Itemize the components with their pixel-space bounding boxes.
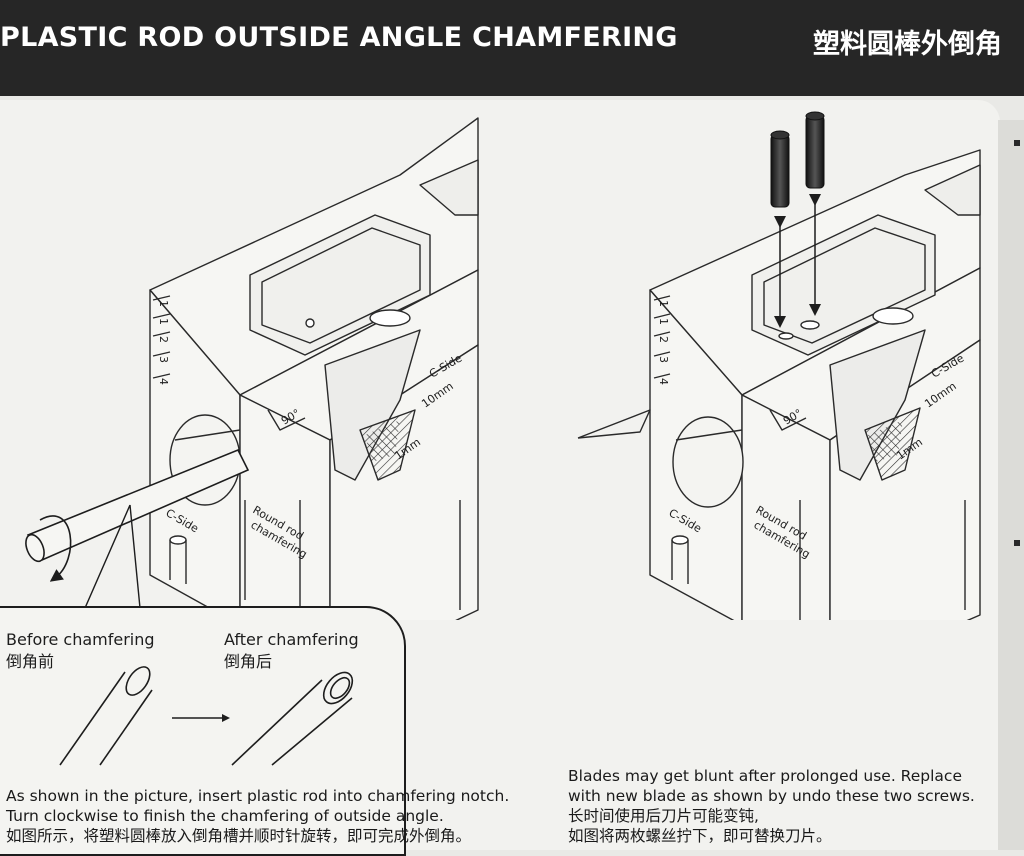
title-chinese: 塑料圆棒外倒角 bbox=[813, 29, 1002, 60]
instruction-illustration: 1 1 2 3 4 90° C-Side Round rod chamferin… bbox=[0, 111, 981, 620]
scale-mark: 1 bbox=[157, 300, 170, 307]
rod-after-icon bbox=[231, 671, 354, 766]
edge-dot bbox=[1014, 140, 1020, 146]
scale-mark: 4 bbox=[157, 378, 170, 385]
scale-mark: 3 bbox=[657, 356, 670, 363]
before-after-inset bbox=[0, 606, 406, 856]
caption-line: with new blade as shown by undo these tw… bbox=[568, 787, 975, 805]
screw-icon bbox=[770, 130, 790, 208]
caption-line: Blades may get blunt after prolonged use… bbox=[568, 767, 962, 785]
scale-mark: 4 bbox=[657, 378, 670, 385]
inset-illustration bbox=[59, 666, 354, 766]
edge-dot bbox=[1014, 540, 1020, 546]
right-arrow-icon bbox=[172, 714, 230, 722]
right-caption: Blades may get blunt after prolonged use… bbox=[568, 766, 975, 846]
right-tool-drawing bbox=[577, 149, 981, 620]
panel-edge bbox=[998, 120, 1024, 850]
screw-icon bbox=[805, 111, 825, 189]
after-label: After chamfering bbox=[224, 630, 359, 649]
double-arrow-icon bbox=[774, 194, 821, 328]
title-english: PLASTIC ROD OUTSIDE ANGLE CHAMFERING bbox=[0, 22, 678, 53]
before-label-cn: 倒角前 bbox=[6, 652, 55, 671]
left-tool-drawing bbox=[149, 117, 479, 620]
caption-line: As shown in the picture, insert plastic … bbox=[6, 787, 510, 805]
rotate-arrow-icon bbox=[39, 515, 72, 582]
scale-mark: 2 bbox=[157, 336, 170, 343]
after-label-cn: 倒角后 bbox=[224, 652, 273, 671]
left-caption: As shown in the picture, insert plastic … bbox=[6, 786, 509, 846]
scale-mark: 1 bbox=[657, 300, 670, 307]
plastic-rod bbox=[25, 448, 250, 563]
caption-line: 如图所示，将塑料圆棒放入倒角槽并顺时针旋转，即可完成外倒角。 bbox=[6, 827, 472, 845]
scale-mark: 2 bbox=[657, 336, 670, 343]
caption-line: Turn clockwise to finish the chamfering … bbox=[6, 807, 444, 825]
scale-mark: 3 bbox=[157, 356, 170, 363]
rod-before-icon bbox=[59, 666, 153, 766]
header-bar: PLASTIC ROD OUTSIDE ANGLE CHAMFERING 塑料圆… bbox=[0, 0, 1024, 96]
caption-line: 如图将两枚螺丝拧下，即可替换刀片。 bbox=[568, 827, 832, 845]
scale-mark: 1 bbox=[657, 318, 670, 325]
before-label: Before chamfering bbox=[6, 630, 155, 649]
caption-line: 长时间使用后刀片可能变钝, bbox=[568, 807, 759, 825]
scale-mark: 1 bbox=[157, 318, 170, 325]
